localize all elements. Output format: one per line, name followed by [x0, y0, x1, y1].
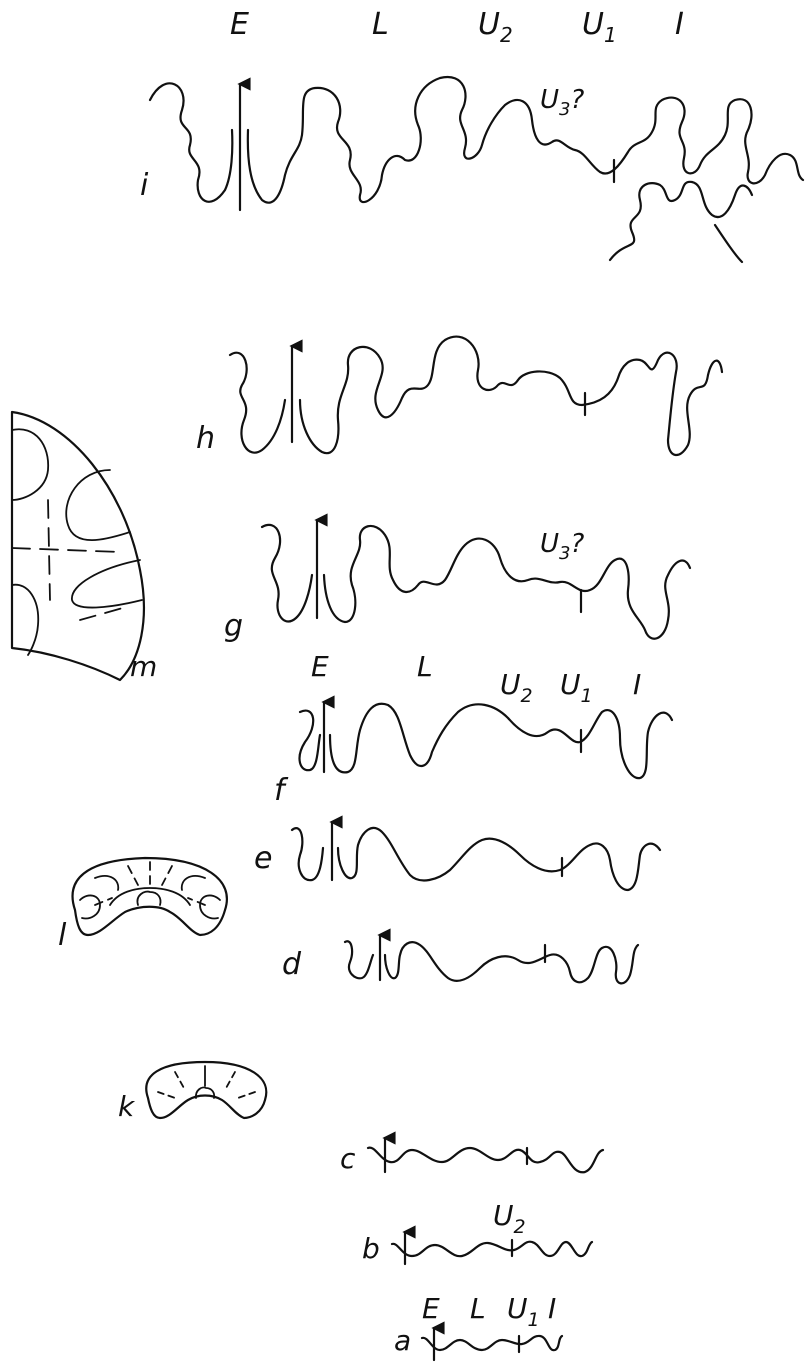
suture-line-c: c — [340, 1138, 603, 1175]
suture-path-c — [368, 1148, 603, 1173]
suture-line-b: b U2 — [362, 1199, 592, 1265]
label-I-a: I — [548, 1292, 556, 1325]
suture-path-h — [230, 337, 722, 455]
label-U1-top: U1 — [582, 7, 617, 47]
label-E-a: E — [422, 1292, 440, 1325]
stage-label-b: b — [362, 1232, 380, 1265]
suture-path-e — [292, 828, 660, 890]
section-lobe-2 — [66, 470, 130, 540]
label-U2-f: U2 — [500, 668, 533, 707]
label-I-top: I — [675, 7, 684, 42]
label-L-f: L — [417, 650, 433, 683]
section-lobe-l-4 — [182, 876, 205, 890]
u3-query-i: U3? — [540, 85, 584, 120]
suture-line-f: f E L U2 U1 I — [274, 650, 672, 808]
suture-line-i: i U3? — [140, 77, 803, 262]
top-labels: E L U2 U1 I — [230, 7, 684, 47]
suture-line-g: g U3? — [224, 520, 690, 644]
stage-label-c: c — [340, 1142, 356, 1175]
section-dash-k-1 — [175, 1072, 185, 1090]
section-label-l: l — [58, 918, 67, 953]
section-label-k: k — [118, 1090, 136, 1123]
label-U1-f: U1 — [560, 668, 593, 707]
label-I-f: I — [633, 668, 641, 701]
label-U2-b: U2 — [493, 1199, 526, 1238]
label-E-top: E — [230, 7, 249, 42]
suture-path-g — [262, 525, 690, 639]
section-lobe-3 — [72, 560, 142, 608]
section-dash-1 — [12, 548, 120, 552]
section-lobe-l-3 — [95, 876, 118, 890]
u3-query-g: U3? — [540, 529, 584, 564]
stage-label-f: f — [274, 773, 289, 808]
section-outline-k — [146, 1062, 266, 1118]
section-dash-l-2 — [128, 866, 138, 885]
suture-path-a — [422, 1336, 562, 1350]
suture-path-i — [150, 77, 803, 203]
label-E-f: E — [311, 650, 329, 683]
section-lobe-l-2 — [200, 895, 220, 918]
section-dash-l-3 — [162, 866, 172, 885]
cross-section-l: l — [58, 858, 227, 953]
section-lobe-4 — [12, 585, 38, 655]
section-lobe-1 — [12, 429, 48, 500]
stage-label-e: e — [254, 841, 272, 876]
stage-label-g: g — [224, 609, 243, 644]
section-dash-k-3 — [158, 1092, 175, 1098]
stage-label-i: i — [140, 168, 149, 203]
stage-label-h: h — [196, 421, 215, 456]
section-lobe-l-1 — [80, 895, 100, 918]
suture-line-a: a E L U1 I — [394, 1292, 562, 1360]
section-label-m: m — [130, 650, 157, 683]
stage-label-a: a — [394, 1324, 411, 1357]
suture-line-d: d — [282, 935, 638, 983]
suture-line-e: e — [254, 822, 660, 890]
cross-section-m: m — [12, 412, 157, 683]
suture-line-h: h — [196, 337, 722, 456]
label-U2-top: U2 — [478, 7, 513, 47]
suture-path-f — [300, 704, 672, 778]
suture-branch-i — [610, 182, 752, 262]
label-L-top: L — [372, 7, 389, 42]
stage-label-d: d — [282, 947, 302, 982]
section-dash-k-4 — [238, 1092, 255, 1098]
label-U1-a: U1 — [507, 1292, 540, 1331]
suture-path-b — [392, 1242, 592, 1257]
section-dash-k-2 — [225, 1072, 235, 1090]
cross-section-k: k — [118, 1062, 266, 1123]
section-inner-l — [110, 888, 190, 905]
suture-path-d — [345, 941, 638, 983]
label-L-a: L — [470, 1292, 486, 1325]
section-knob-l — [137, 892, 160, 905]
section-outline-m — [12, 412, 144, 680]
